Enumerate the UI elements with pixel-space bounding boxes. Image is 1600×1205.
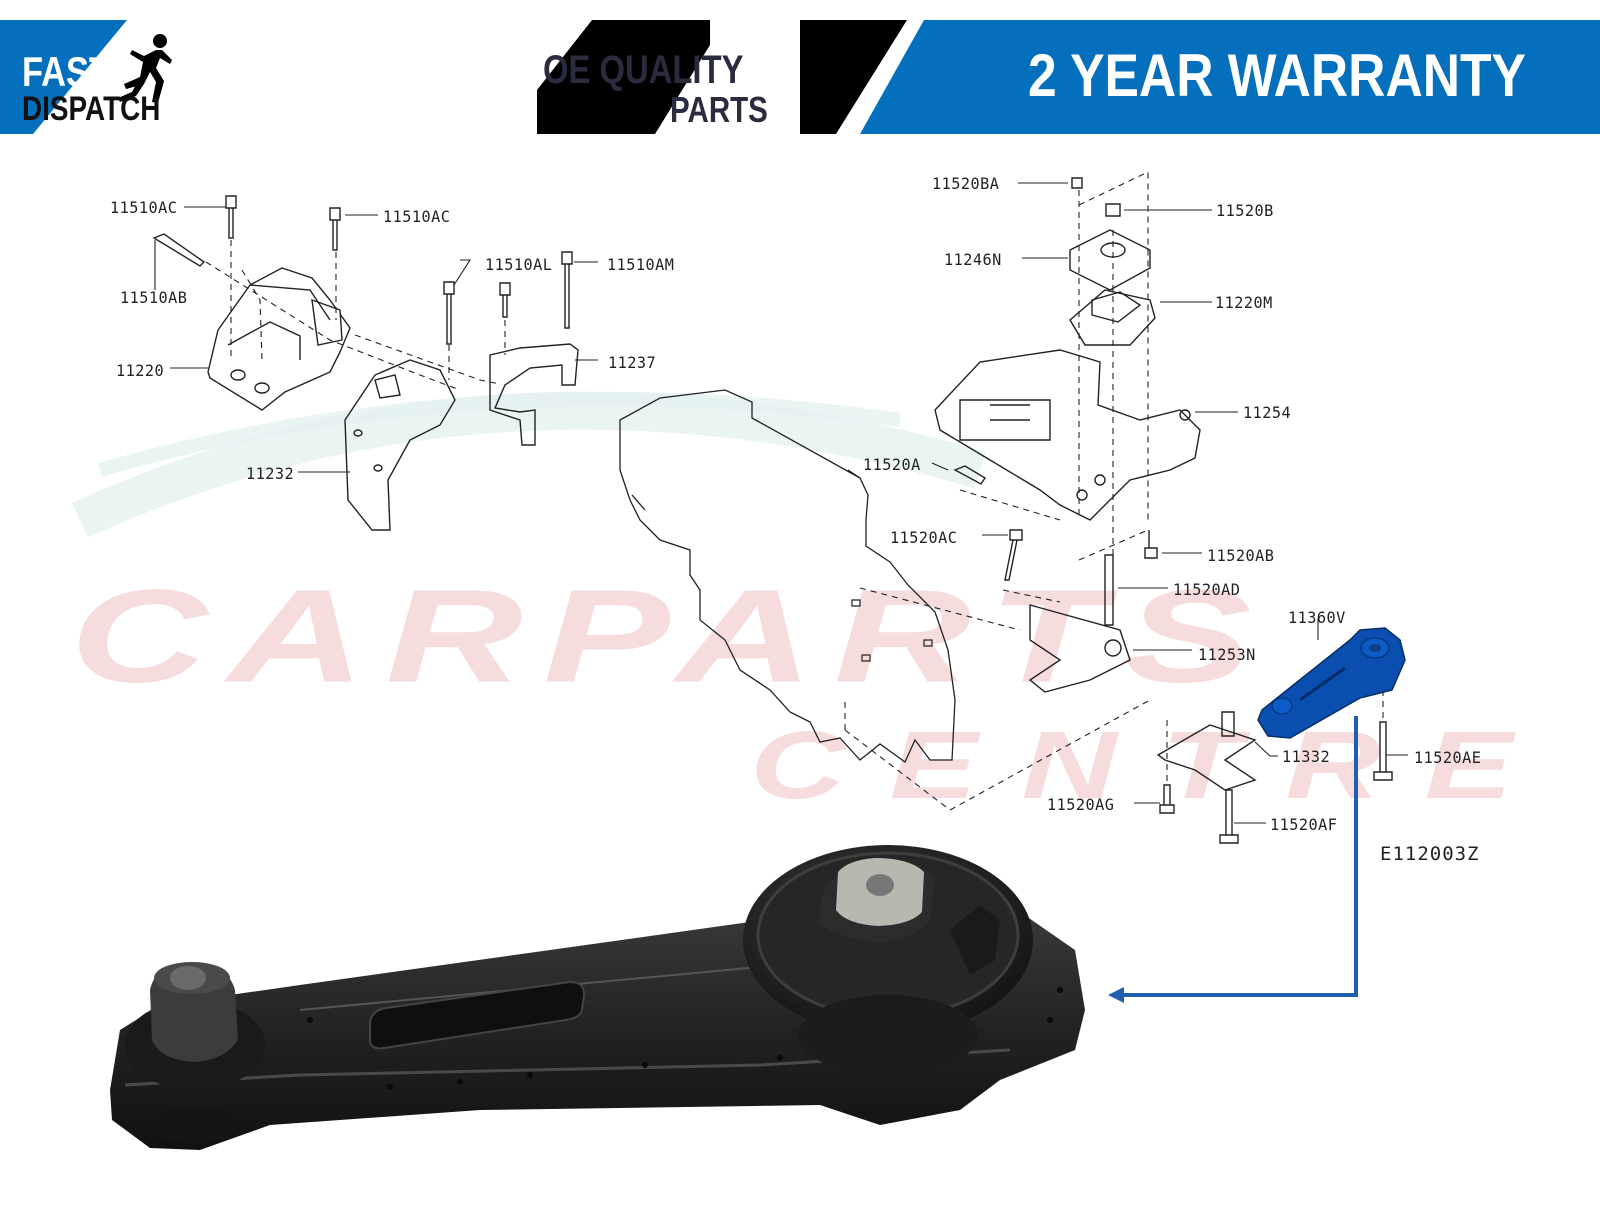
label-11510AL: 11510AL <box>485 255 553 274</box>
label-11360V: 11360V <box>1288 608 1346 627</box>
label-11520AE: 11520AE <box>1414 748 1482 767</box>
engine-outline-drawing <box>619 389 956 763</box>
dispatch-label: DISPATCH <box>22 90 161 128</box>
warranty-label: 2 YEAR WARRANTY <box>1028 42 1526 109</box>
label-11510AM: 11510AM <box>607 255 675 274</box>
label-11510AC-b: 11510AC <box>383 207 451 226</box>
label-11520AF: 11520AF <box>1270 815 1338 834</box>
label-11520AD: 11520AD <box>1173 580 1241 599</box>
label-11520A: 11520A <box>863 455 921 474</box>
label-11520AB: 11520AB <box>1207 546 1275 565</box>
label-11237: 11237 <box>608 353 657 372</box>
watermark-line1: CARPARTS <box>70 562 1272 711</box>
parts-label: PARTS <box>670 89 768 130</box>
bolts-left <box>152 195 573 345</box>
banner-shapes <box>0 20 1600 134</box>
engine-dashed-links <box>844 587 1151 811</box>
label-11253N: 11253N <box>1198 645 1256 664</box>
running-man-icon <box>118 34 172 103</box>
label-11254: 11254 <box>1243 403 1292 422</box>
label-11520BA: 11520BA <box>932 174 1000 193</box>
bolts-right-top <box>1071 177 1121 217</box>
fast-label: FAST <box>22 48 111 95</box>
figure-code: E112003Z <box>1380 843 1480 865</box>
label-11232: 11232 <box>246 464 295 483</box>
oe-quality-label: OE QUALITY <box>543 48 744 92</box>
bracket-11232-drawing <box>344 359 456 531</box>
label-11246N: 11246N <box>944 250 1002 269</box>
label-11520AC: 11520AC <box>890 528 958 547</box>
bracket-11237-drawing <box>489 343 579 446</box>
label-11220: 11220 <box>116 361 165 380</box>
label-11510AB: 11510AB <box>120 288 188 307</box>
label-11220M: 11220M <box>1215 293 1273 312</box>
label-11332: 11332 <box>1282 747 1331 766</box>
label-11520AG: 11520AG <box>1047 795 1115 814</box>
label-11510AC-a: 11510AC <box>110 198 178 217</box>
label-11520B: 11520B <box>1216 201 1274 220</box>
